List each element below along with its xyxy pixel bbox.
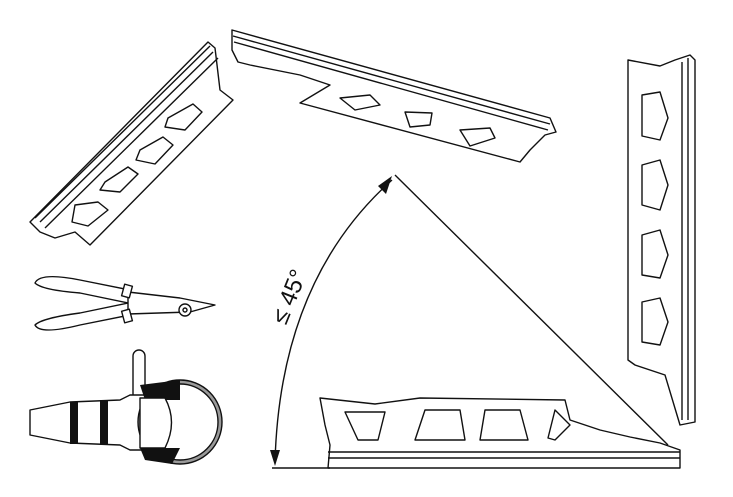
angle-indicator xyxy=(270,174,669,469)
profile-diagonal-left xyxy=(29,41,234,246)
profile-horizontal-bottom xyxy=(319,397,681,469)
profile-vertical-right xyxy=(627,54,696,426)
angle-grinder-icon xyxy=(29,349,223,465)
pliers-icon xyxy=(34,275,216,331)
profile-top-center xyxy=(231,29,557,163)
